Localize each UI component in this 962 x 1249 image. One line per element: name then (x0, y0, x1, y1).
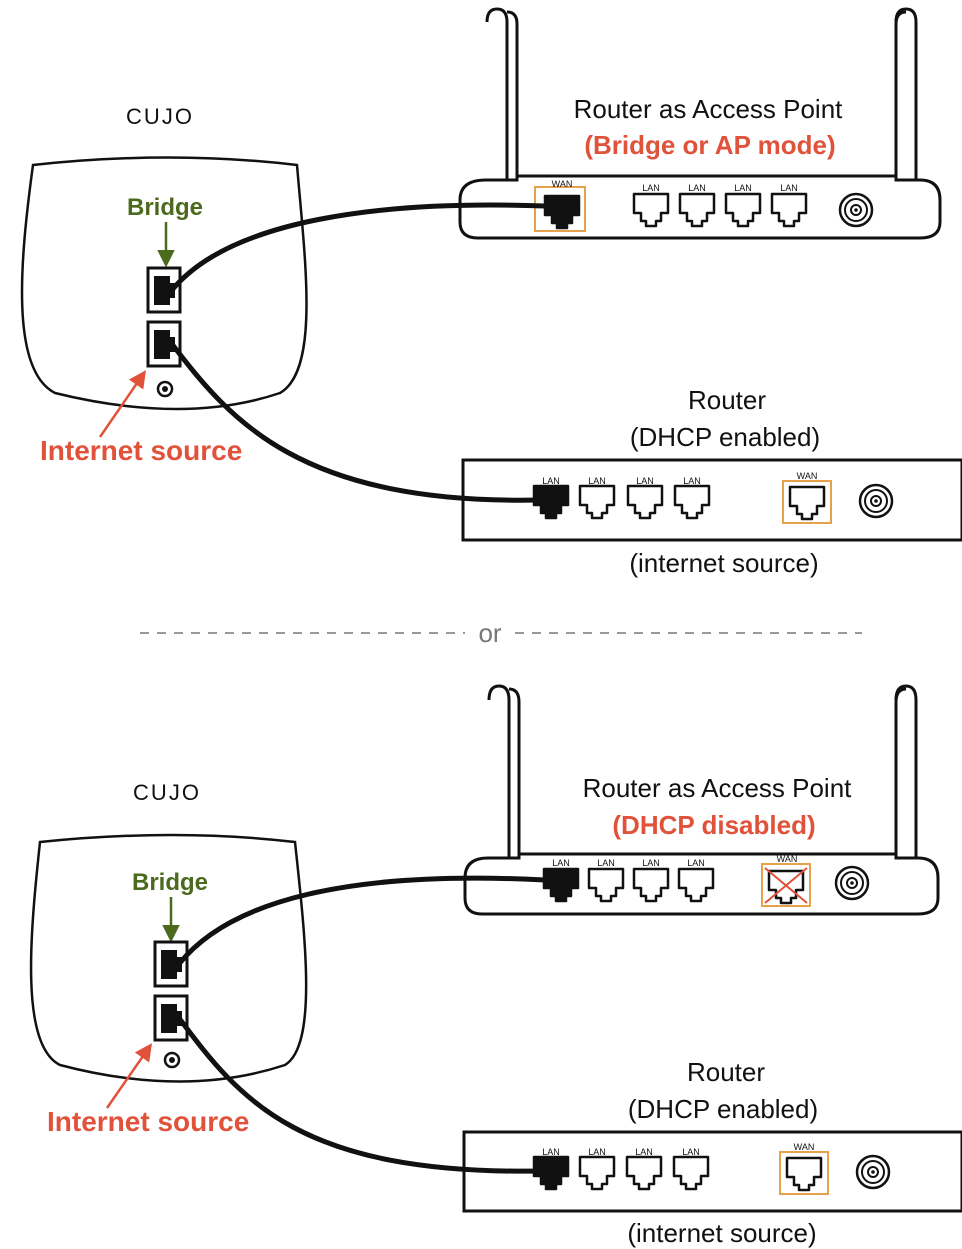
ap-lan4-label: LAN (780, 183, 798, 193)
internet-cable (170, 342, 541, 503)
router-wan-highlight (782, 480, 832, 524)
router2-lan4-label: LAN (682, 1147, 700, 1157)
cujo-logo: CUJO (126, 104, 194, 129)
cujo-internet-port (146, 320, 182, 368)
bridge-label: Bridge (127, 194, 203, 221)
cujo-internet-port-2 (153, 994, 189, 1042)
bottom-scenario: CUJO Bridge Internet source (29, 684, 962, 1248)
cujo-device-2: CUJO Bridge Internet source (29, 780, 308, 1137)
antenna-right (894, 7, 918, 180)
cujo-device: CUJO Bridge Internet source (20, 104, 308, 466)
ap-mode-label: (Bridge or AP mode) (584, 130, 835, 160)
cujo-power-jack (156, 380, 174, 398)
router2-coax-icon (855, 1154, 891, 1190)
main-router: Router (DHCP enabled) LAN LAN LAN LAN WA… (461, 385, 962, 578)
cujo-power-jack-2 (163, 1051, 181, 1069)
antenna-left-2 (487, 684, 511, 858)
router-caption-2: (internet source) (627, 1218, 816, 1248)
router2-lan2-label: LAN (588, 1147, 606, 1157)
ap-lan2-label: LAN (688, 183, 706, 193)
router-lan2-label: LAN (588, 476, 606, 486)
router-title: Router (688, 385, 766, 415)
ap-title: Router as Access Point (574, 94, 844, 124)
internet-cable-2 (176, 1016, 541, 1174)
bridge-cable (170, 202, 546, 292)
ap2-wan-label: WAN (777, 854, 798, 864)
router-body (461, 458, 962, 542)
access-point-router-2: Router as Access Point (DHCP disabled) L… (463, 684, 940, 916)
bridge-label-2: Bridge (132, 869, 208, 896)
internet-source-arrow (98, 370, 146, 438)
router-title-2: Router (687, 1057, 765, 1087)
router-subtitle: (DHCP enabled) (630, 422, 820, 452)
bridge-cable-2 (177, 875, 546, 966)
router-body-2 (462, 1130, 962, 1213)
router-wan-label: WAN (797, 471, 818, 481)
ap-coax-icon (838, 192, 874, 228)
ap2-lan3-label: LAN (642, 858, 660, 868)
ap-wan-label: WAN (552, 179, 573, 189)
router2-lan1-label: LAN (542, 1147, 560, 1157)
router-lan4-label: LAN (683, 476, 701, 486)
or-separator: or (140, 618, 862, 648)
router-lan1-label: LAN (542, 476, 560, 486)
ap-lan1-label: LAN (642, 183, 660, 193)
main-router-2: Router (DHCP enabled) LAN LAN LAN LAN WA… (462, 1057, 962, 1248)
internet-source-arrow-2 (105, 1043, 152, 1109)
cujo-logo-2: CUJO (133, 780, 201, 805)
top-scenario: CUJO Bridge Internet source (20, 7, 962, 578)
ap-mode-label-2: (DHCP disabled) (612, 810, 815, 840)
router2-lan3-label: LAN (635, 1147, 653, 1157)
ap-lan3-label: LAN (734, 183, 752, 193)
antenna-left (485, 7, 509, 180)
ap-wan-highlight (534, 186, 586, 232)
internet-source-label-2: Internet source (47, 1106, 249, 1137)
ap2-coax-icon (834, 865, 870, 901)
router2-wan-label: WAN (794, 1142, 815, 1152)
ap2-lan2-label: LAN (597, 858, 615, 868)
router-coax-icon (858, 483, 894, 519)
access-point-router: Router as Access Point (Bridge or AP mod… (458, 7, 942, 240)
ap-title-2: Router as Access Point (583, 773, 853, 803)
wan-disabled-cross-icon (764, 867, 808, 904)
ap2-lan1-label: LAN (552, 858, 570, 868)
ap2-lan4-label: LAN (687, 858, 705, 868)
ap2-wan-highlight (761, 863, 811, 907)
router2-wan-highlight (779, 1151, 829, 1195)
router-lan3-label: LAN (636, 476, 654, 486)
separator-label: or (478, 618, 501, 648)
router-caption: (internet source) (629, 548, 818, 578)
internet-source-label: Internet source (40, 435, 242, 466)
antenna-right-2 (894, 684, 918, 858)
router-subtitle-2: (DHCP enabled) (628, 1094, 818, 1124)
